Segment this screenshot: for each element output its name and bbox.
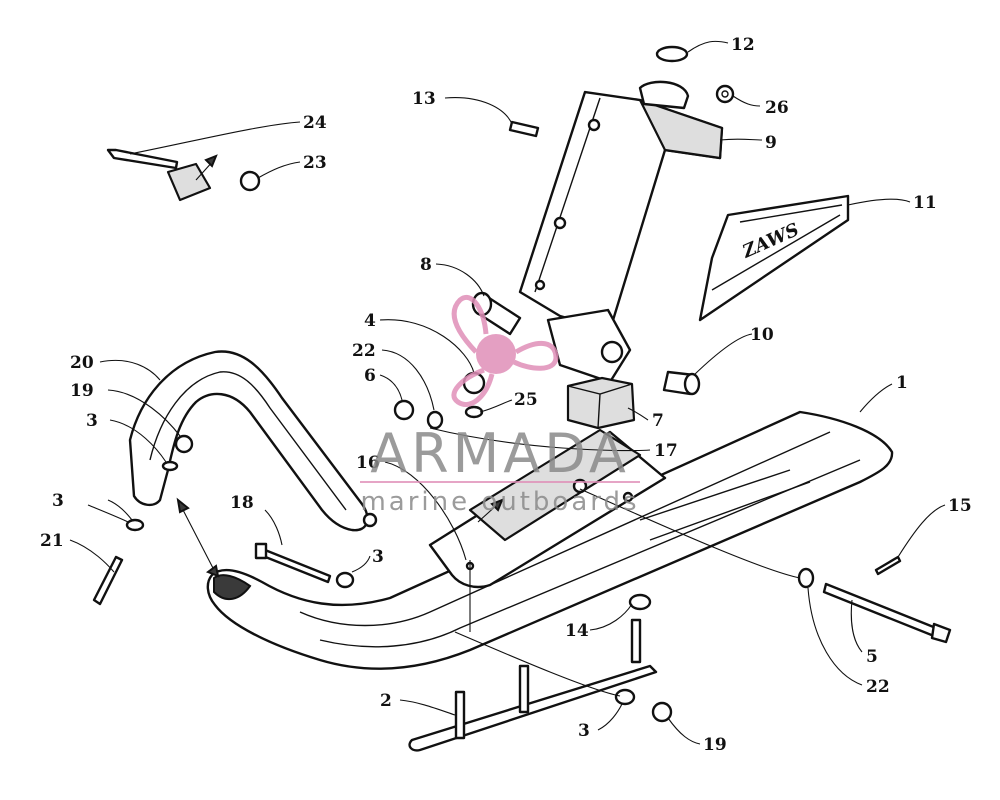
callout-3-left: 3: [52, 491, 64, 511]
callout-3-mid: 3: [372, 547, 384, 567]
callout-16: 16: [356, 453, 380, 473]
watermark-brand: ARMADA: [370, 422, 630, 485]
logo-blade-bottom: [451, 367, 495, 407]
callout-17: 17: [654, 441, 678, 461]
callout-2: 2: [380, 691, 392, 711]
callout-7: 7: [652, 411, 664, 431]
callout-25: 25: [514, 390, 538, 410]
watermark: ARMADA marine outboards: [360, 295, 640, 517]
callout-9: 9: [765, 133, 777, 153]
logo-hub: [476, 334, 516, 374]
callout-5: 5: [866, 647, 878, 667]
callout-22-bottom: 22: [866, 677, 890, 697]
logo-blade-right: [512, 341, 559, 371]
wear-rod: [408, 618, 658, 752]
callout-1: 1: [896, 373, 908, 393]
block: [566, 376, 636, 430]
callout-24: 24: [303, 113, 327, 133]
spindle: [518, 80, 724, 384]
logo-blade-left: [451, 295, 489, 354]
decal: ZAWS: [698, 194, 850, 322]
callout-20: 20: [70, 353, 94, 373]
callout-15: 15: [948, 496, 972, 516]
watermark-tagline: marine outboards: [360, 487, 639, 517]
callout-13: 13: [412, 89, 436, 109]
callout-10: 10: [750, 325, 774, 345]
callout-8: 8: [420, 255, 432, 275]
callout-19-bottom: 19: [703, 735, 727, 755]
callout-6: 6: [364, 366, 376, 386]
callout-18: 18: [230, 493, 254, 513]
callout-11: 11: [913, 193, 937, 213]
leader-lines: [69, 40, 946, 745]
callout-labels: 12 26 13 9 24 23 11 8 4 10 22 20 6 25 1 …: [40, 35, 972, 755]
ski-saddle: [428, 428, 667, 589]
propeller-logo: [451, 295, 559, 407]
bushing-10: [662, 370, 701, 396]
callout-3-handle: 3: [86, 411, 98, 431]
callout-14: 14: [565, 621, 589, 641]
callout-19-left: 19: [70, 381, 94, 401]
callout-4: 4: [364, 311, 376, 331]
fasteners: [92, 45, 952, 723]
callout-23: 23: [303, 153, 327, 173]
callout-3-bottom: 3: [578, 721, 590, 741]
callout-12: 12: [731, 35, 755, 55]
callout-26: 26: [765, 98, 789, 118]
callout-22-top: 22: [352, 341, 376, 361]
callout-21: 21: [40, 531, 64, 551]
